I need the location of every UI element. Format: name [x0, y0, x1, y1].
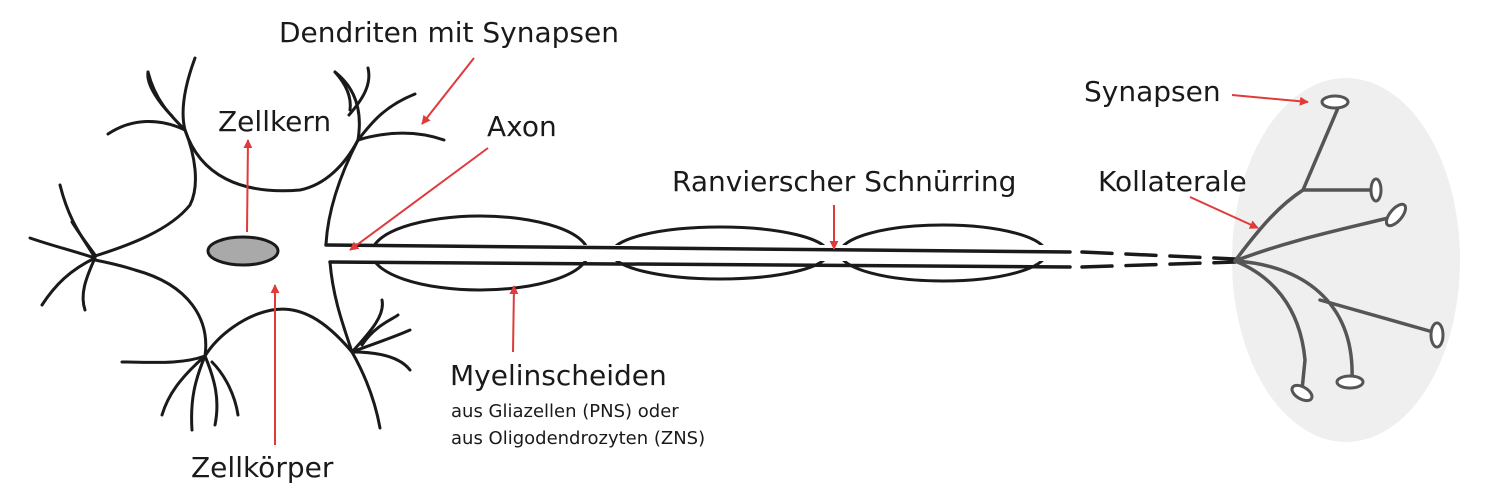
label-nucleus: Zellkern — [218, 105, 331, 138]
arrow-collaterals — [1189, 196, 1259, 229]
arrow-synapses — [1231, 94, 1309, 106]
axon — [324, 243, 1237, 269]
synapse-boutons — [1290, 94, 1445, 403]
label-myelin-line1: aus Gliazellen (PNS) oder — [451, 401, 679, 422]
arrow-myelin — [509, 285, 519, 353]
arrow-axon — [349, 147, 489, 251]
label-dendrites: Dendriten mit Synapsen — [279, 16, 619, 49]
axon-terminal-region — [1232, 78, 1460, 442]
arrow-nucleus — [243, 139, 253, 233]
label-synapses: Synapsen — [1084, 75, 1221, 108]
synapse-bouton — [1320, 94, 1350, 110]
label-axon: Axon — [487, 110, 557, 143]
label-node-of-ranvier: Ranvierscher Schnürring — [672, 165, 1016, 198]
nucleus — [206, 235, 280, 267]
synapse-bouton — [1335, 374, 1365, 390]
synapse-bouton — [1384, 202, 1408, 228]
dendrites — [28, 56, 446, 432]
annotation-arrows — [243, 57, 1309, 445]
label-collaterals: Kollaterale — [1098, 165, 1247, 198]
synapse-bouton — [1369, 177, 1383, 203]
label-myelin-title: Myelinscheiden — [450, 359, 667, 392]
synapse-bouton — [1429, 321, 1445, 349]
synapse-bouton — [1290, 383, 1314, 403]
label-myelin-line2: aus Oligodendrozyten (ZNS) — [451, 428, 705, 449]
collaterals — [1233, 106, 1435, 392]
arrow-dendrites — [421, 57, 475, 125]
cell-body — [93, 128, 360, 358]
label-cell-body: Zellkörper — [191, 451, 334, 484]
